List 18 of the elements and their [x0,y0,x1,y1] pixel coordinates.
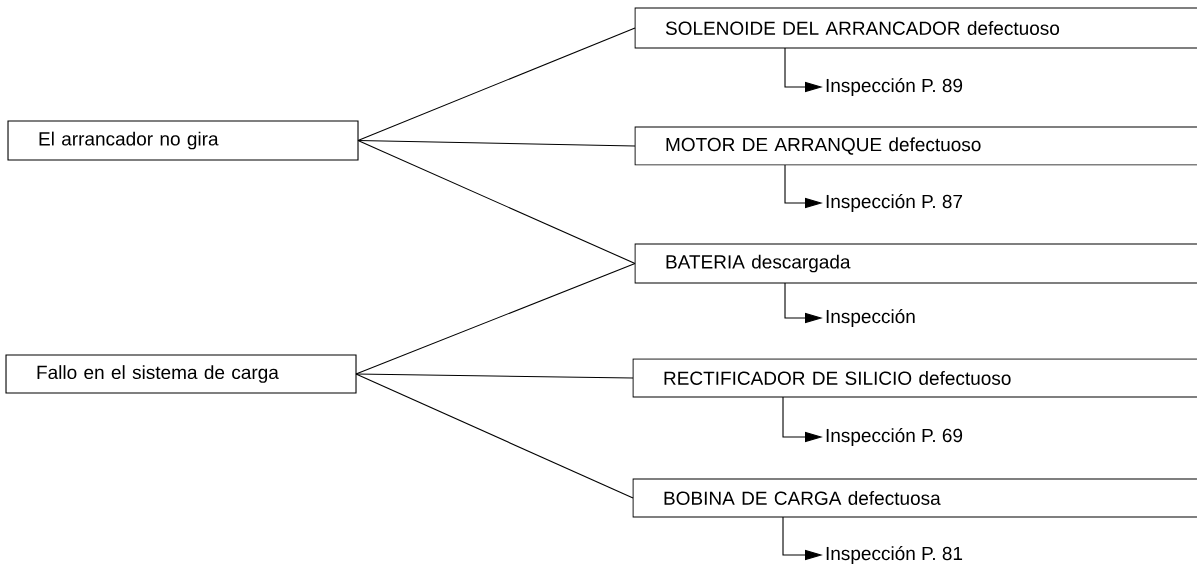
reference-text: Inspección P. 87 [826,194,963,212]
cause-box: El arrancador no gira [7,120,359,161]
connector-line [357,139,636,147]
cause-box: Fallo en el sistema de carga [5,354,357,394]
connector-line [355,262,636,375]
fault-box: BOBINA DE CARGA defectuosa [632,478,1197,518]
fault-box: BATERIA descargada [634,243,1197,284]
connector-line [355,373,634,499]
reference-text: Inspección [826,309,915,327]
connector-line [355,373,634,379]
connector-line [357,139,636,265]
fault-box: SOLENOIDE DEL ARRANCADOR defectuoso [634,7,1197,49]
connector-line [357,27,636,142]
fault-box: RECTIFICADOR DE SILICIO defectuoso [632,358,1197,398]
reference-text: Inspección P. 69 [826,428,963,446]
reference-text: Inspección P. 89 [826,78,963,96]
fault-box: MOTOR DE ARRANQUE defectuoso [634,126,1197,166]
reference-text: Inspección P. 81 [826,546,963,564]
